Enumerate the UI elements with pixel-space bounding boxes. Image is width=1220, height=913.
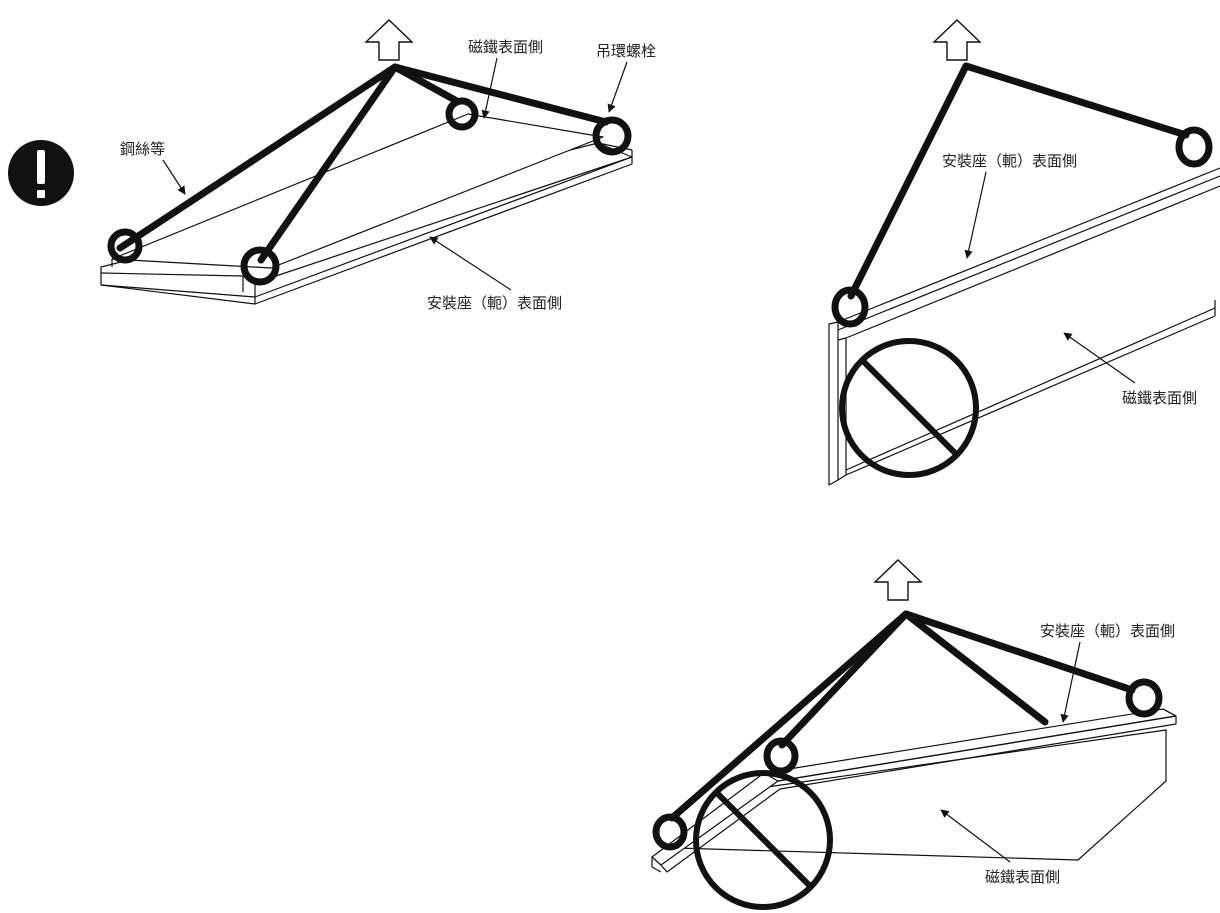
lift-direction-arrow-icon [873, 559, 923, 601]
label-mount-surface: 安裝座（軛）表面側 [427, 294, 562, 312]
eyebolt [1125, 678, 1163, 718]
eyebolt [652, 813, 688, 851]
wire-ropes-tilted [668, 610, 1136, 822]
lift-direction-arrow-icon [364, 19, 414, 61]
label-eyebolt: 吊環螺栓 [596, 42, 656, 60]
panel-prohibited-vertical: 安裝座（軛）表面側 磁鐵表面側 [828, 19, 1220, 486]
label-magnet-surface: 磁鐵表面側 [468, 38, 543, 56]
caution-exclamation-icon [8, 140, 74, 206]
prohibition-icon [693, 770, 833, 910]
eyebolt [1175, 126, 1213, 168]
magnet-body [111, 113, 604, 269]
label-magnet-surface: 磁鐵表面側 [985, 868, 1060, 886]
panel-correct-lifting: 磁鐵表面側 吊環螺栓 鋼絲等 安裝座（軛）表面側 [100, 19, 656, 312]
wire-ropes [116, 63, 610, 264]
label-wire-rope: 鋼絲等 [120, 140, 165, 158]
wire-ropes-vertical [847, 62, 1190, 300]
label-mount-surface: 安裝座（軛）表面側 [1040, 622, 1175, 640]
eyebolt [763, 737, 799, 775]
prohibition-icon [839, 338, 979, 478]
label-mount-surface: 安裝座（軛）表面側 [942, 152, 1077, 170]
eyebolts [107, 97, 632, 286]
vertical-plate [828, 321, 839, 486]
panel-prohibited-tilted: 安裝座（軛）表面側 磁鐵表面側 [651, 559, 1177, 910]
lift-direction-arrow-icon [932, 19, 982, 61]
eyebolt [831, 286, 869, 328]
label-magnet-surface: 磁鐵表面側 [1122, 389, 1197, 407]
